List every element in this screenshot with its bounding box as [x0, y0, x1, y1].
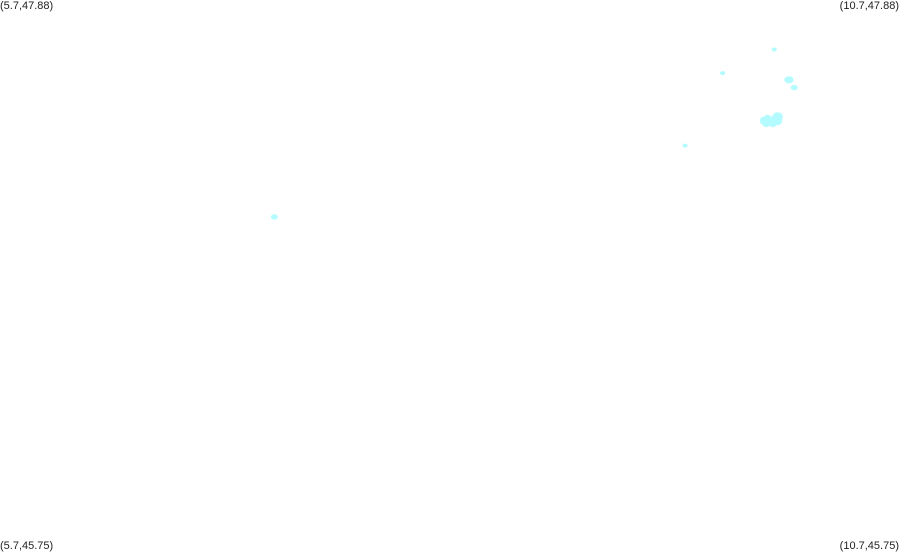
map-feature[interactable]	[784, 76, 794, 84]
map-feature-blob	[762, 119, 771, 128]
map-feature-cluster[interactable]	[759, 112, 783, 128]
map-feature[interactable]	[720, 71, 726, 76]
map-feature[interactable]	[771, 47, 777, 52]
corner-label-bottom-right: (10.7,45.75)	[839, 540, 899, 552]
map-feature-blob	[768, 119, 777, 128]
corner-label-top-right: (10.7,47.88)	[839, 0, 899, 12]
map-feature[interactable]	[682, 143, 688, 148]
map-feature[interactable]	[270, 214, 278, 220]
map-feature-blob	[774, 112, 783, 121]
corner-label-top-left: (5.7,47.88)	[0, 0, 54, 12]
map-feature[interactable]	[790, 84, 798, 91]
corner-label-bottom-left: (5.7,45.75)	[0, 540, 54, 552]
